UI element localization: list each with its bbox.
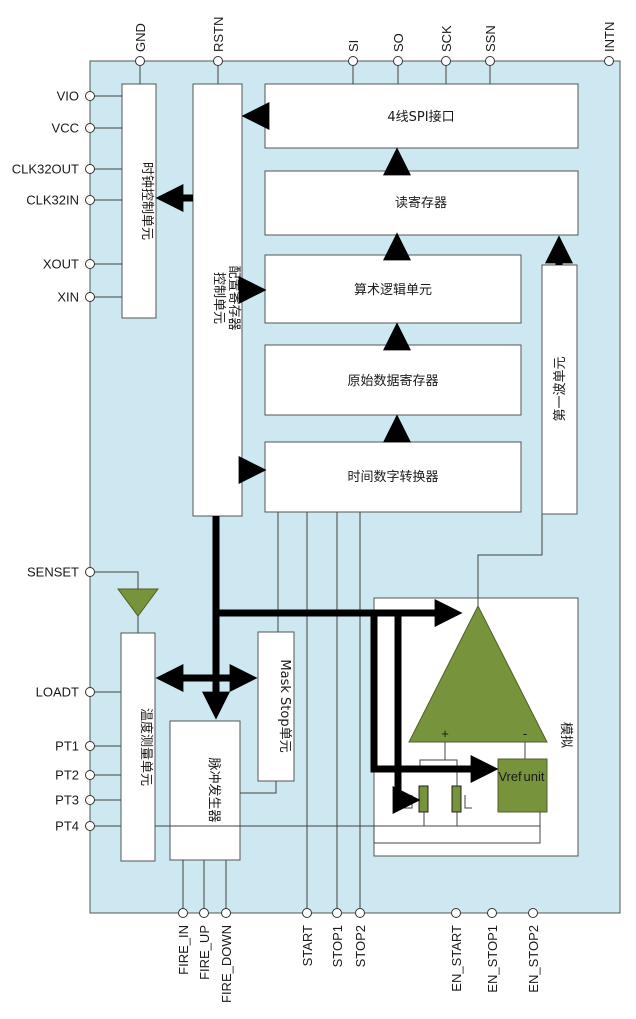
control-unit-label: 控制单元 bbox=[211, 272, 226, 324]
left-pins: VIO VCC CLK32OUT CLK32IN XOUT XIN SENSET LOADT P… bbox=[12, 89, 95, 834]
pin-label-clk32in: CLK32IN bbox=[26, 193, 79, 208]
pin-label-sck: SCK bbox=[439, 25, 454, 52]
temperature-label: 温度测量单元 bbox=[138, 708, 154, 786]
comparator-triangle bbox=[408, 604, 548, 743]
pin-label-gnd: GND bbox=[133, 23, 148, 52]
pin-en-stop2 bbox=[528, 908, 538, 918]
pin-stop1 bbox=[332, 908, 342, 918]
tdc-label: 时间数字转换器 bbox=[347, 470, 438, 485]
pin-label-en-start: EN_START bbox=[449, 925, 464, 992]
pin-si bbox=[348, 56, 358, 66]
pin-label-pt3: PT3 bbox=[55, 793, 79, 808]
pin-label-fire-in: FIRE_IN bbox=[176, 925, 191, 975]
pin-label-loadt: LOADT bbox=[36, 685, 79, 700]
pin-fire-in bbox=[178, 908, 188, 918]
pin-label-en-stop1: EN_STOP1 bbox=[485, 925, 500, 993]
mask-stop-label: Mask Stop单元 bbox=[277, 659, 292, 752]
pin-label-vcc: VCC bbox=[52, 121, 79, 136]
clock-control-block bbox=[121, 83, 157, 319]
pin-label-fire-up: FIRE_UP bbox=[197, 925, 212, 980]
pin-clk32out bbox=[85, 164, 95, 174]
pin-gnd bbox=[135, 56, 145, 66]
pin-loadt bbox=[85, 687, 95, 697]
pin-pt4 bbox=[85, 821, 95, 831]
switch-2 bbox=[451, 785, 462, 813]
pin-label-stop2: STOP2 bbox=[353, 925, 368, 967]
pin-label-clk32out: CLK32OUT bbox=[12, 162, 79, 177]
pin-pt2 bbox=[85, 770, 95, 780]
pin-label-fire-down: FIRE_DOWN bbox=[219, 925, 234, 1003]
read-register-block bbox=[264, 170, 579, 236]
pin-label-xin: XIN bbox=[57, 290, 79, 305]
pin-label-ssn: SSN bbox=[483, 25, 498, 52]
pin-label-xout: XOUT bbox=[43, 257, 79, 272]
comparator-minus: - bbox=[523, 726, 527, 741]
pin-vio bbox=[85, 91, 95, 101]
pin-stop2 bbox=[355, 908, 365, 918]
pin-intn bbox=[604, 56, 614, 66]
config-register-label: 配置寄存器 bbox=[226, 265, 242, 330]
pin-pt1 bbox=[85, 741, 95, 751]
pin-label-senset: SENSET bbox=[27, 565, 79, 580]
pin-label-stop1: STOP1 bbox=[330, 925, 345, 967]
pin-xin bbox=[85, 292, 95, 302]
pin-label-pt4: PT4 bbox=[55, 819, 79, 834]
read-register-label: 读寄存器 bbox=[395, 195, 447, 211]
pin-label-start: START bbox=[300, 925, 315, 966]
switch-1 bbox=[418, 785, 429, 813]
pin-en-stop1 bbox=[487, 908, 497, 918]
pin-rstn bbox=[213, 56, 223, 66]
analog-label: 模拟 bbox=[558, 722, 573, 748]
pin-label-pt2: PT2 bbox=[55, 768, 79, 783]
pin-fire-down bbox=[221, 908, 231, 918]
pin-label-rstn: RSTN bbox=[211, 17, 226, 52]
pin-label-en-stop2: EN_STOP2 bbox=[526, 925, 541, 993]
pin-so bbox=[393, 56, 403, 66]
alu-block bbox=[264, 254, 522, 324]
mask-stop-block bbox=[257, 631, 295, 782]
tdc-block bbox=[264, 441, 522, 513]
pin-fire-up bbox=[199, 908, 209, 918]
pin-senset bbox=[85, 567, 95, 577]
spi-block-label: 4线SPI接口 bbox=[387, 109, 454, 125]
pin-label-so: SO bbox=[391, 33, 406, 52]
pin-label-vio: VIO bbox=[57, 89, 79, 104]
comparator-plus: + bbox=[441, 726, 449, 741]
unit-label: unit bbox=[524, 769, 545, 784]
top-pins: GND RSTN SI SO SCK SSN INTN bbox=[133, 17, 617, 66]
clock-control-label: 时钟控制单元 bbox=[139, 162, 155, 240]
raw-data-register-block bbox=[264, 344, 522, 416]
pin-clk32in bbox=[85, 195, 95, 205]
pin-start bbox=[302, 908, 312, 918]
alu-label: 算术逻辑单元 bbox=[354, 283, 432, 298]
spi-block bbox=[264, 83, 579, 149]
pin-label-si: SI bbox=[346, 40, 361, 52]
pin-en-start bbox=[451, 908, 461, 918]
first-wave-label: 第一波单元 bbox=[553, 356, 568, 421]
vref-label: Vref bbox=[498, 769, 522, 784]
pin-sck bbox=[441, 56, 451, 66]
first-wave-block bbox=[541, 264, 578, 515]
pin-label-intn: INTN bbox=[602, 22, 617, 52]
vref-unit bbox=[497, 758, 548, 813]
temperature-block bbox=[120, 632, 156, 862]
pulse-generator-label: 脉冲发生器 bbox=[206, 757, 222, 822]
bottom-pins: FIRE_IN FIRE_UP FIRE_DOWN START STOP1 STOP2 EN… bbox=[176, 908, 541, 1003]
pin-pt3 bbox=[85, 795, 95, 805]
raw-data-register-label: 原始数据寄存器 bbox=[347, 373, 438, 389]
pin-xout bbox=[85, 259, 95, 269]
pin-vcc bbox=[85, 123, 95, 133]
pin-ssn bbox=[485, 56, 495, 66]
pulse-generator-block bbox=[169, 720, 241, 861]
pin-label-pt1: PT1 bbox=[55, 739, 79, 754]
bus-arrows bbox=[155, 102, 573, 814]
